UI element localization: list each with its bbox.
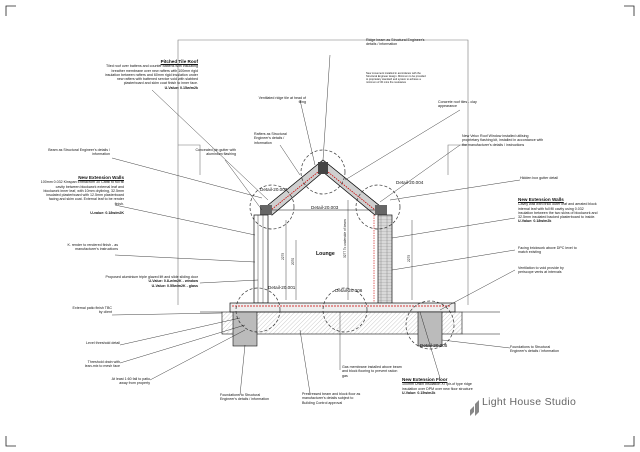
detail-label-2003: Detail-20.003 (311, 205, 339, 210)
beam-left-note: Beam as Structural Engineer's details / … (48, 148, 110, 157)
found-right-note: Foundations to Structural Engineer's det… (510, 345, 560, 354)
beam-block-note: Prestressed beam and block floor as manu… (302, 392, 361, 405)
ext-walls-right-note: New Extension Walls Cavity wall with bri… (518, 197, 598, 224)
ext-walls-left-body: 100mm 0.032 Kinspan Enthacrom 30 Catfill… (40, 180, 124, 206)
ridge-note: Ridge beam as Structural Engineer's deta… (366, 38, 426, 47)
ridge-sub-note: New movement installed in accordance wit… (366, 72, 426, 85)
floor-uvalue: U-Value: 0.15w/m2k (402, 390, 436, 395)
leader-lines (111, 54, 521, 396)
patio-note: External patio finish TBC by client (72, 306, 112, 315)
existing-house-outline (177, 39, 469, 305)
level-threshold-note: Level threshold detail (86, 341, 120, 345)
detail-label-2001: Detail-20.001 (268, 285, 296, 290)
gas-note: Gas membrane installed above beam and bl… (342, 365, 402, 378)
brand-name: Light House Studio (482, 396, 576, 408)
dimension-lines (285, 200, 413, 300)
roof-note-body: Tiled roof over battens and counter batt… (104, 64, 198, 86)
brand-title: Light House (482, 396, 542, 408)
render-note: K. render to rendered finish - as manufa… (67, 243, 118, 252)
drain-note: Threshold drain with lean-mix to mesh fa… (84, 360, 120, 369)
hidden-box-note: Hidden box gutter detail (520, 176, 558, 180)
glazing-body: Proposed aluminium triple glazed lift an… (105, 275, 199, 279)
floor-heading: New Extension Floor (402, 377, 448, 382)
ext-walls-left-uvalue: U-value: 0.18w/m2K (90, 211, 124, 216)
roof-note: Pitched Tile Roof Tiled roof over batten… (102, 59, 198, 90)
dim-left-low: 2070 (291, 258, 295, 265)
rafters-note: Rafters as Structural Engineer's details… (254, 132, 287, 145)
glazing-uv1: U-Value: 0.8-w/m2K - window (148, 279, 198, 284)
roof-note-uvalue: U-Value: 0.15w/m2k (164, 85, 198, 90)
ext-walls-right-heading: New Extension Walls (518, 197, 564, 202)
crop-marks (5, 5, 635, 447)
ext-walls-left-heading: New Extension Walls (78, 175, 124, 180)
room-label: Lounge (316, 251, 335, 257)
glazing-uv2: U-Value: 0.55w/m2K - glass (151, 283, 198, 288)
roof-note-heading: Pitched Tile Roof (160, 59, 198, 64)
floor-note: New Extension Floor 100mm Unilin Insulat… (402, 377, 482, 395)
ridge-note-text: Ridge beam as Structural Engineer's deta… (366, 38, 425, 47)
dim-right: 2275 (407, 255, 411, 262)
detail-label-2005: Detail-20.005 (420, 343, 448, 348)
ext-walls-left-note: New Extension Walls 100mm 0.032 Kinspan … (40, 175, 124, 216)
ventilation-note: Ventilation to void provide by periscope… (518, 266, 564, 275)
detail-label-2006: Detail-20.006 (335, 288, 363, 293)
fall-note: At least 1:60 fall to patio away from pr… (111, 377, 150, 386)
found-left-note: Foundations to Structural Engineer's det… (220, 393, 270, 402)
facing-note: Facing brickwork above DPC level to matc… (518, 246, 577, 255)
brand-suffix: Studio (544, 396, 577, 408)
floor-body: 100mm Unilin Insulation XT/pir-of type r… (402, 382, 473, 391)
glazing-note: Proposed aluminium triple glazed lift an… (102, 275, 199, 288)
detail-label-2004: Detail-20.004 (396, 180, 424, 185)
detail-callouts (235, 149, 455, 350)
concrete-tiles-note: Concrete roof tiles - clay appearance (438, 100, 477, 109)
floor-slab (200, 302, 500, 347)
detail-label-2002: Detail-20.002 (260, 187, 288, 192)
vent-ridge-note: Ventilated ridge tile at head of tiling (258, 96, 306, 105)
dim-center: 3277 To underside of beam (343, 219, 347, 258)
velux-note: New Velux Roof Window installed utilisin… (462, 134, 544, 147)
ext-walls-right-uvalue: U-Value: 0.18w/m2k (518, 219, 552, 224)
ext-walls-right-body: Cavity wall with brick outer leaf and ae… (518, 202, 598, 220)
gutter-left-note: Concealed pin gutter with aluminium flas… (195, 148, 236, 157)
dim-left: 2275 (281, 253, 285, 260)
